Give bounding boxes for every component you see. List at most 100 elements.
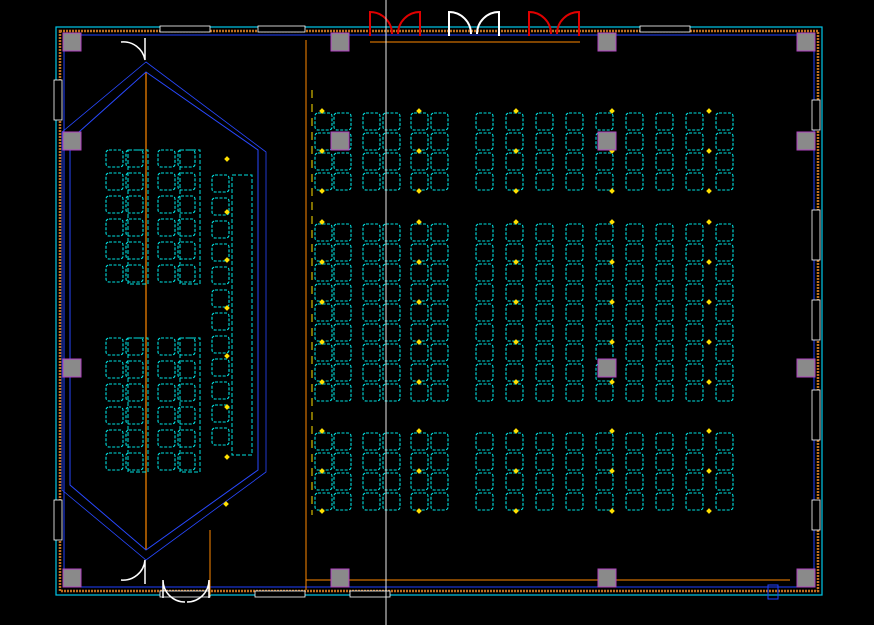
seat <box>211 358 230 377</box>
seat <box>211 427 230 446</box>
light-fixture <box>609 108 615 114</box>
seat <box>125 241 144 260</box>
seat <box>333 383 352 402</box>
seat <box>333 343 352 362</box>
seat <box>410 432 429 451</box>
side-door <box>120 559 146 584</box>
seat <box>595 172 614 191</box>
entrance-door <box>397 10 421 36</box>
wall-window <box>254 590 306 598</box>
seat <box>157 218 176 237</box>
seat <box>125 406 144 425</box>
seat <box>314 132 333 151</box>
seat <box>410 112 429 131</box>
seat <box>333 303 352 322</box>
seat <box>565 452 584 471</box>
seat <box>410 243 429 262</box>
seat <box>655 432 674 451</box>
seat <box>565 472 584 491</box>
seat <box>505 152 524 171</box>
light-fixture <box>416 299 422 305</box>
seat <box>715 432 734 451</box>
seat <box>475 243 494 262</box>
seat <box>475 283 494 302</box>
seat <box>595 303 614 322</box>
light-fixture <box>706 339 712 345</box>
seat <box>362 132 381 151</box>
light-fixture <box>416 219 422 225</box>
light-fixture <box>706 299 712 305</box>
seat <box>625 343 644 362</box>
seat <box>535 323 554 342</box>
seat <box>125 383 144 402</box>
structural-column <box>597 568 617 588</box>
light-fixture <box>706 188 712 194</box>
seat <box>177 452 196 471</box>
light-fixture <box>513 188 519 194</box>
seat <box>410 492 429 511</box>
seat <box>410 303 429 322</box>
light-fixture <box>513 468 519 474</box>
seat <box>685 303 704 322</box>
seat <box>177 218 196 237</box>
structural-column <box>796 358 816 378</box>
seat <box>157 429 176 448</box>
seat <box>715 492 734 511</box>
seat <box>565 283 584 302</box>
seating-rows <box>105 112 734 511</box>
seat <box>105 337 124 356</box>
seat <box>211 404 230 423</box>
seat <box>475 223 494 242</box>
seat <box>333 243 352 262</box>
seat <box>382 283 401 302</box>
seat <box>535 172 554 191</box>
seat <box>505 303 524 322</box>
seat <box>655 223 674 242</box>
seat <box>505 172 524 191</box>
light-fixture <box>513 428 519 434</box>
seat <box>105 452 124 471</box>
seat <box>430 263 449 282</box>
seat <box>157 149 176 168</box>
light-fixture <box>224 156 230 162</box>
exit-door <box>162 579 186 603</box>
seat <box>410 323 429 342</box>
seat <box>625 243 644 262</box>
structural-column <box>796 568 816 588</box>
seat <box>475 263 494 282</box>
seat <box>715 472 734 491</box>
seat <box>505 263 524 282</box>
seat <box>362 303 381 322</box>
seat <box>715 112 734 131</box>
seat <box>333 323 352 342</box>
seat <box>157 172 176 191</box>
light-fixture <box>416 188 422 194</box>
seat <box>125 195 144 214</box>
seat <box>655 112 674 131</box>
seat <box>430 452 449 471</box>
seat <box>505 492 524 511</box>
seat <box>410 472 429 491</box>
seat <box>125 218 144 237</box>
seat <box>715 452 734 471</box>
seat <box>382 112 401 131</box>
seat <box>430 492 449 511</box>
seat <box>430 172 449 191</box>
light-fixture <box>319 379 325 385</box>
seat <box>535 343 554 362</box>
seat <box>314 172 333 191</box>
structural-column <box>62 131 82 151</box>
light-fixture <box>513 259 519 265</box>
seat <box>625 303 644 322</box>
inner-wall-line <box>63 34 815 588</box>
seat <box>565 132 584 151</box>
seat <box>565 383 584 402</box>
seat <box>535 263 554 282</box>
seat <box>125 149 144 168</box>
seat <box>475 323 494 342</box>
seat <box>625 323 644 342</box>
seat <box>362 152 381 171</box>
doors <box>120 10 580 603</box>
seat <box>382 472 401 491</box>
